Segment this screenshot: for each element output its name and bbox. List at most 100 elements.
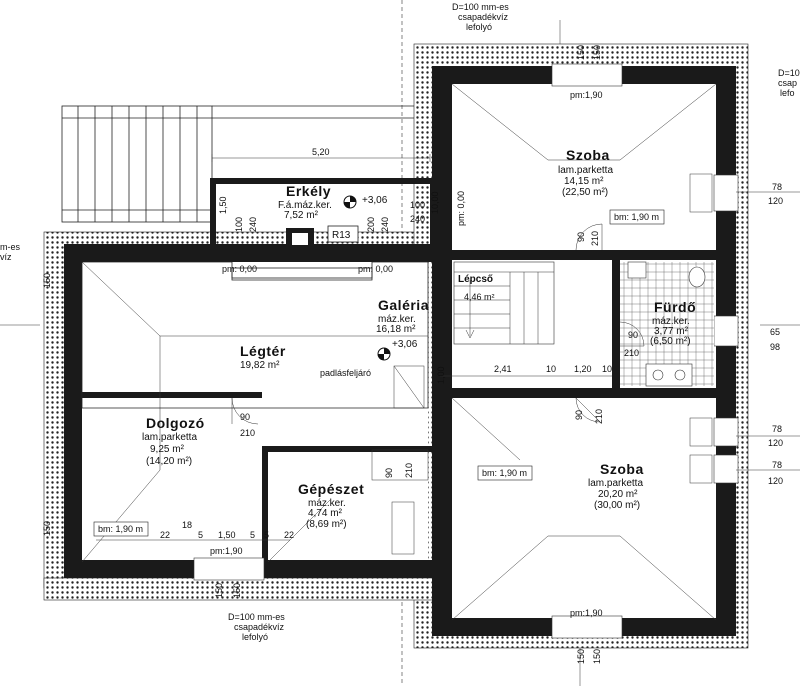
- dim-210e: 210: [594, 409, 604, 424]
- gutter-left-2: víz: [0, 252, 12, 262]
- erkely-floor: F.á.máz.ker.: [278, 200, 332, 211]
- furdo-floor: máz.ker.: [652, 316, 690, 327]
- dim-150m: 1,50: [218, 530, 236, 540]
- gepeszet-floor: máz.ker.: [308, 498, 346, 509]
- dim-210b: 210: [624, 348, 639, 358]
- dim-150a: 150: [214, 583, 224, 598]
- dim-210d: 210: [404, 463, 414, 478]
- gutter-right-1: D=10: [778, 68, 800, 78]
- dim-150c: 150: [576, 45, 586, 60]
- bm-szoba-top: bm: 1,90 m: [614, 212, 659, 222]
- dim-10b: 10: [602, 364, 612, 374]
- dim-240a: 240: [248, 217, 258, 232]
- dim-240c: 240: [410, 214, 425, 224]
- dim-210a: 210: [590, 231, 600, 246]
- gutter-top-2: csapadékvíz: [458, 12, 509, 22]
- gutter-top-3: lefolyó: [466, 22, 492, 32]
- walls: [43, 43, 749, 649]
- erkely-area: 7,52 m²: [284, 210, 319, 221]
- dim-150f: 150: [592, 649, 602, 664]
- pm-vertical: pm: 0,00: [456, 191, 466, 226]
- pm-top-right: pm:1,90: [570, 90, 603, 100]
- dim-150d: 150: [592, 45, 602, 60]
- dim-90d: 90: [384, 468, 394, 478]
- dim-78b: 78: [772, 424, 782, 434]
- furdo-name: Fürdő: [654, 299, 696, 315]
- pm-erkely-left: pm: 0,00: [222, 264, 257, 274]
- gepeszet-name: Gépészet: [298, 481, 364, 497]
- radiators: [689, 173, 713, 484]
- dim-120a: 120: [768, 196, 783, 206]
- bm-szoba-bottom: bm: 1,90 m: [482, 468, 527, 478]
- dim-120m: 1,20: [574, 364, 592, 374]
- szoba-top-area2: (22,50 m²): [562, 187, 608, 198]
- dim-150-erk: 1,50: [218, 196, 228, 214]
- dim-150b: 150: [232, 583, 242, 598]
- roof-lines: [81, 83, 717, 621]
- dim-22a: 22: [160, 530, 170, 540]
- dolgozo-floor: lam.parketta: [142, 432, 197, 443]
- pm-erkely-right: pm: 0,00: [358, 264, 393, 274]
- dim-100c: 100: [410, 200, 425, 210]
- dim-241: 2,41: [494, 364, 512, 374]
- dolgozo-name: Dolgozó: [146, 415, 205, 431]
- dim-100a: 100: [234, 217, 244, 232]
- gutter-left-1: m-es: [0, 242, 20, 252]
- dim-520: 5,20: [312, 147, 330, 157]
- legter-name: Légtér: [240, 343, 286, 359]
- pm-bottom-right: pm:1,90: [570, 608, 603, 618]
- gutter-top-1: D=100 mm-es: [452, 2, 509, 12]
- dimension-lines: [96, 154, 800, 541]
- dim-78c: 78: [772, 460, 782, 470]
- dim-150g: 150: [42, 273, 52, 288]
- dim-1000: 10,00: [430, 191, 440, 214]
- gutter-right-3: lefo: [780, 88, 795, 98]
- staircase: [453, 261, 555, 345]
- dim-90e: 90: [574, 410, 584, 420]
- dim-5c: 5: [264, 530, 269, 540]
- dim-10a: 10: [546, 364, 556, 374]
- lepcso-area: 4,46 m²: [464, 292, 495, 302]
- galeria-floor: máz.ker.: [378, 314, 416, 325]
- dim-200b: 200: [366, 217, 376, 232]
- dim-150e: 150: [576, 649, 586, 664]
- dim-240b: 240: [380, 217, 390, 232]
- light-well: [81, 261, 429, 409]
- legter-area: 19,82 m²: [240, 360, 280, 371]
- bm-boxes: [93, 209, 665, 537]
- dim-210c: 210: [240, 428, 255, 438]
- dim-120c: 120: [768, 476, 783, 486]
- furdo-area2: (6,50 m²): [650, 336, 691, 347]
- level-markers: [343, 195, 391, 361]
- dim-98: 98: [770, 342, 780, 352]
- gutter-bot-2: csapadékvíz: [234, 622, 285, 632]
- gutter-bot-3: lefolyó: [242, 632, 268, 642]
- dim-90a: 90: [576, 232, 586, 242]
- szoba-top-area: 14,15 m²: [564, 176, 604, 187]
- galeria-name: Galéria: [378, 297, 429, 313]
- dim-18: 18: [182, 520, 192, 530]
- dim-22b: 22: [284, 530, 294, 540]
- r13-label: R13: [332, 230, 351, 241]
- doors: [231, 223, 645, 555]
- chimney: [286, 225, 359, 250]
- szoba-bottom-floor: lam.parketta: [588, 478, 643, 489]
- dim-90c: 90: [240, 412, 250, 422]
- dim-100v: 1,00: [436, 366, 446, 384]
- dolgozo-area2: (14,20 m²): [146, 456, 192, 467]
- bathroom-fixtures: [620, 261, 714, 387]
- furdo-area: 3,77 m²: [654, 326, 689, 337]
- dim-90b: 90: [628, 330, 638, 340]
- gepeszet-area2: (8,69 m²): [306, 519, 347, 530]
- dolgozo-area: 9,25 m²: [150, 444, 185, 455]
- gutter-right-2: csap: [778, 78, 797, 88]
- padlas-label: padlásfeljáró: [320, 368, 371, 378]
- erkely-name: Erkély: [286, 183, 331, 199]
- dim-120b: 120: [768, 438, 783, 448]
- szoba-bottom-area2: (30,00 m²): [594, 500, 640, 511]
- szoba-top-name: Szoba: [566, 147, 610, 163]
- galeria-area: 16,18 m²: [376, 324, 416, 335]
- bm-dolgozo: bm: 1,90 m: [98, 524, 143, 534]
- erkely-level: +3,06: [362, 195, 388, 206]
